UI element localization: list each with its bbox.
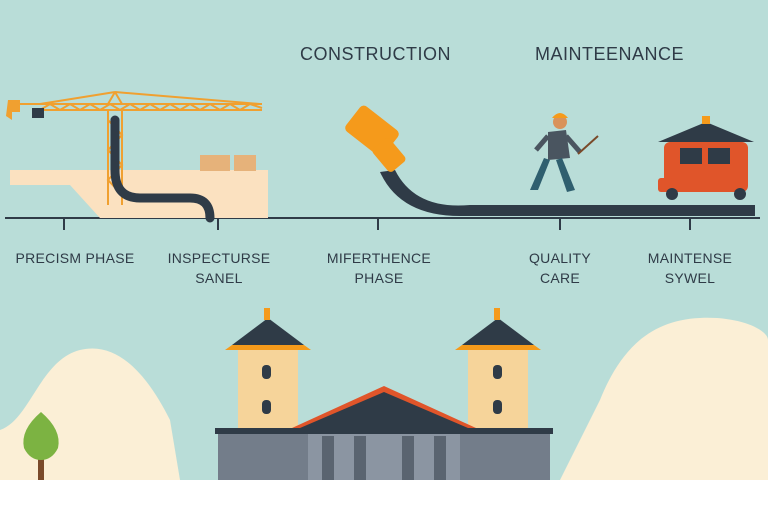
phase-label-line1: MIFERTHENCE — [326, 250, 432, 266]
building-icon — [215, 308, 553, 482]
phase-label-2: INSPECTURSE SANEL — [154, 248, 284, 288]
pipe-left — [110, 115, 215, 223]
tree-icon — [23, 412, 59, 481]
phase-label-4: QUALITY CARE — [495, 248, 625, 288]
phase-label-line2: PHASE — [354, 270, 404, 286]
phase-label-1: PRECISM PHASE — [10, 248, 140, 268]
pipe-main — [380, 170, 755, 216]
phase-label-line2: SANEL — [195, 270, 243, 286]
phase-label-line1: PRECISM PHASE — [15, 250, 135, 266]
crane-counterweight — [32, 108, 44, 118]
phase-label-line1: QUALITY — [528, 250, 591, 266]
cargo-box — [200, 155, 230, 171]
phase-label-line2: SYWEL — [664, 270, 716, 286]
phase-label-line1: MAINTENSE — [647, 250, 733, 266]
worker-icon — [530, 113, 599, 192]
timeline-ticks — [63, 218, 691, 230]
hill-left — [0, 348, 180, 480]
heading-construction: CONSTRUCTION — [300, 44, 451, 64]
phase-label-3: MIFERTHENCE PHASE — [314, 248, 444, 288]
heading-maintenance: MAINTEENANCE — [535, 44, 685, 64]
cargo-box — [234, 155, 256, 171]
phase-label-line2: CARE — [539, 270, 581, 286]
ground-band — [0, 480, 768, 512]
crane-icon — [10, 91, 263, 205]
phase-label-5: MAINTENSE SYWEL — [625, 248, 755, 288]
crane-hook — [6, 100, 20, 120]
truck-icon — [658, 116, 754, 200]
hammer-icon — [345, 105, 406, 172]
phase-label-line1: INSPECTURSE — [167, 250, 271, 266]
hill-right — [560, 317, 768, 480]
